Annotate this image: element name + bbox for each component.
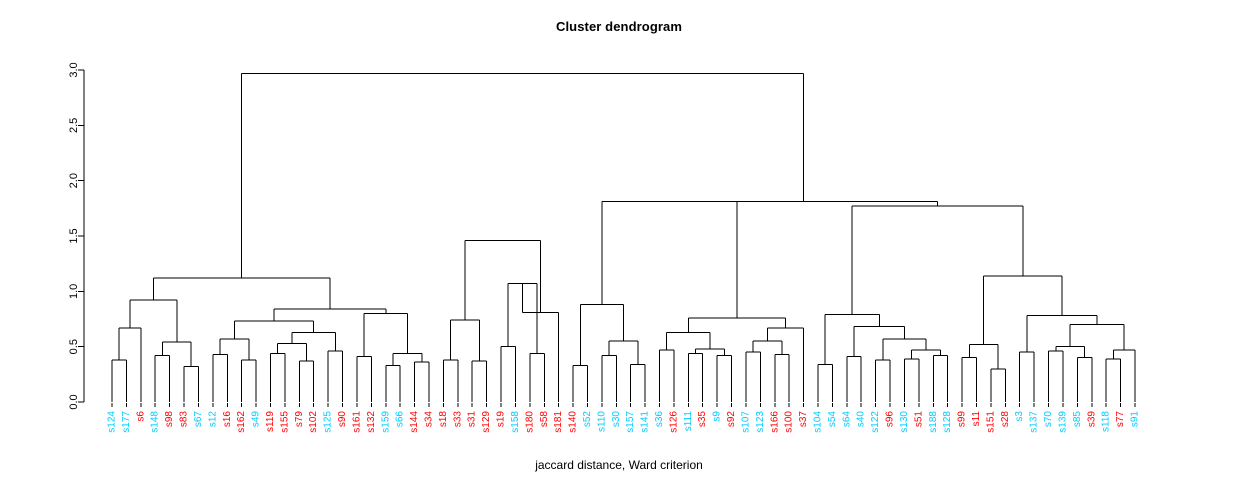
leaf-label[interactable]: s102: [308, 411, 319, 433]
y-axis-tick-label: 0.0: [68, 394, 80, 409]
leaf-label[interactable]: s128: [942, 411, 953, 433]
leaf-label[interactable]: s125: [323, 411, 334, 433]
leaf-label[interactable]: s83: [179, 411, 190, 428]
leaf-label[interactable]: s30: [611, 411, 622, 428]
y-axis-tick-label: 2.0: [68, 173, 80, 188]
page-title: Cluster dendrogram: [555, 19, 683, 34]
leaf-label[interactable]: s110: [596, 411, 607, 432]
leaf-label[interactable]: s139: [1057, 411, 1068, 433]
leaf-label[interactable]: s130: [899, 411, 910, 433]
leaf-label[interactable]: s181: [553, 411, 564, 433]
leaf-label[interactable]: s158: [510, 411, 521, 433]
leaf-label[interactable]: s161: [351, 411, 362, 433]
leaf-label[interactable]: s49: [251, 411, 262, 428]
leaf-label[interactable]: s126: [668, 411, 679, 433]
leaf-label[interactable]: s70: [1043, 411, 1054, 428]
leaf-label[interactable]: s77: [1115, 411, 1126, 428]
leaf-label[interactable]: s155: [279, 411, 290, 433]
leaf-label[interactable]: s151: [985, 411, 996, 433]
leaf-label[interactable]: s162: [236, 411, 247, 433]
leaf-label[interactable]: s99: [957, 411, 968, 428]
leaf-label[interactable]: s66: [395, 411, 406, 428]
x-axis-label: jaccard distance, Ward criterion: [535, 458, 703, 472]
leaf-label[interactable]: s124: [107, 411, 118, 433]
leaf-label[interactable]: s104: [813, 411, 824, 433]
leaf-label[interactable]: s98: [164, 411, 175, 428]
leaf-label[interactable]: s180: [524, 411, 535, 433]
leaf-label[interactable]: s118: [1101, 411, 1112, 432]
leaf-label[interactable]: s141: [640, 411, 651, 433]
leaf-label[interactable]: s52: [582, 411, 593, 428]
leaf-label[interactable]: s144: [409, 411, 420, 433]
leaf-label[interactable]: s31: [467, 411, 478, 428]
leaf-label[interactable]: s157: [625, 411, 636, 433]
y-axis-tick-label: 2.5: [68, 118, 80, 133]
dendrogram-branches: [111, 72, 1136, 402]
leaf-label[interactable]: s91: [1130, 411, 1141, 428]
leaf-label[interactable]: s40: [856, 411, 867, 428]
y-axis-tick-label: 3.0: [68, 62, 80, 77]
leaf-label[interactable]: s19: [496, 411, 507, 428]
leaf-label[interactable]: s58: [539, 411, 550, 428]
leaf-label[interactable]: s33: [452, 411, 463, 428]
leaf-ticks: [111, 403, 1136, 407]
leaf-label[interactable]: s140: [568, 411, 579, 433]
leaf-label[interactable]: s67: [193, 411, 204, 428]
leaf-label[interactable]: s119: [265, 411, 276, 432]
y-axis: 0.0 0.5 1.0 1.5 2.0 2.5 3.0: [68, 62, 85, 410]
leaf-label[interactable]: s9: [712, 411, 723, 422]
leaf-label[interactable]: s90: [337, 411, 348, 428]
leaf-label[interactable]: s54: [827, 411, 838, 428]
leaf-label[interactable]: s132: [366, 411, 377, 433]
leaf-label[interactable]: s51: [913, 411, 924, 428]
leaf-label[interactable]: s16: [222, 411, 233, 428]
leaf-label[interactable]: s122: [870, 411, 881, 433]
leaf-label[interactable]: s37: [798, 411, 809, 428]
leaf-label[interactable]: s12: [207, 411, 218, 428]
leaf-label[interactable]: s64: [841, 411, 852, 428]
leaf-label[interactable]: s35: [697, 411, 708, 428]
leaf-label[interactable]: s137: [1029, 411, 1040, 433]
leaf-label[interactable]: s79: [294, 411, 305, 428]
leaf-label[interactable]: s107: [740, 411, 751, 433]
leaf-label[interactable]: s3: [1014, 411, 1025, 422]
leaf-label[interactable]: s92: [726, 411, 737, 428]
leaf-label[interactable]: s111: [683, 411, 694, 432]
leaf-label[interactable]: s159: [380, 411, 391, 433]
y-axis-tick-label: 0.5: [68, 339, 80, 354]
leaf-label[interactable]: s100: [784, 411, 795, 433]
y-axis-tick-label: 1.5: [68, 228, 80, 243]
leaf-label[interactable]: s11: [971, 411, 982, 427]
leaf-label[interactable]: s85: [1072, 411, 1083, 428]
leaf-label[interactable]: s166: [769, 411, 780, 433]
leaf-label[interactable]: s123: [755, 411, 766, 433]
leaf-label[interactable]: s148: [150, 411, 161, 433]
leaf-label[interactable]: s188: [928, 411, 939, 433]
leaf-label[interactable]: s129: [481, 411, 492, 433]
leaf-label[interactable]: s34: [423, 411, 434, 428]
y-axis-tick-label: 1.0: [68, 284, 80, 299]
leaf-label[interactable]: s18: [438, 411, 449, 428]
leaf-label[interactable]: s96: [885, 411, 896, 428]
leaf-label[interactable]: s28: [1000, 411, 1011, 428]
leaf-label[interactable]: s36: [654, 411, 665, 428]
leaf-label[interactable]: s177: [121, 411, 132, 433]
leaf-label[interactable]: s6: [135, 411, 146, 422]
leaf-label[interactable]: s39: [1086, 411, 1097, 428]
